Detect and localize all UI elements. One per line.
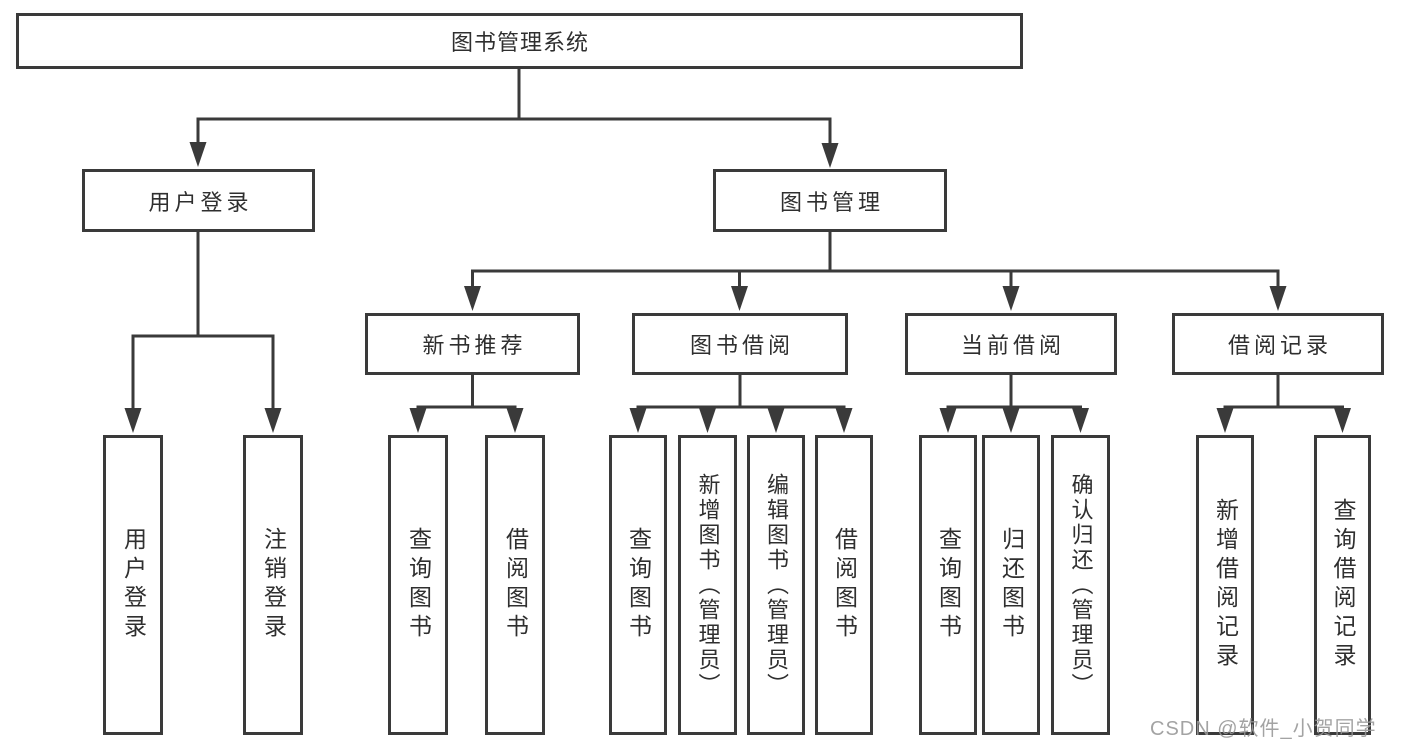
arrow-icon [1216,408,1234,433]
node-label: 查询图书 [405,527,432,643]
edge-bookmgmt-to-level3 [471,230,1280,287]
node-label: 新增借阅记录 [1212,498,1239,672]
node-label: 借阅图书 [831,527,858,643]
node-label: 确认归还（管理员） [1068,472,1094,698]
edge-newbook-to-leaves [416,373,517,411]
node-label: 图书借阅 [689,333,794,358]
watermark-text: CSDN @软件_小贺同学 [1150,718,1377,740]
node-label: 当前借阅 [960,333,1065,358]
leaf-confirm-return-admin: 确认归还（管理员） [1051,435,1110,735]
node-label: 借阅图书 [502,527,529,643]
edge-current-to-leaves [946,373,1082,411]
leaf-query-books-newrec: 查询图书 [388,435,448,735]
node-label: 图书管理 [779,189,884,215]
leaf-borrow-books-newrec: 借阅图书 [485,435,545,735]
node-current-borrowing: 当前借阅 [905,313,1117,375]
arrow-icon [821,143,839,168]
node-label: 编辑图书（管理员） [764,472,789,698]
arrow-icon [1269,286,1287,311]
arrow-icon [699,408,716,433]
node-user-login: 用户登录 [82,169,315,232]
arrow-icon [464,286,481,311]
edge-root-to-level2 [196,68,832,145]
arrow-icon [939,408,957,433]
arrow-icon [1002,408,1020,433]
arrow-icon [189,142,207,167]
node-label: 注销登录 [260,527,287,643]
arrow-icon [409,408,427,433]
node-label: 新增图书（管理员） [695,472,721,698]
edge-borrowing-to-leaves [636,373,846,411]
arrow-icon [767,408,785,433]
node-new-book-recommend: 新书推荐 [365,313,580,375]
leaf-query-borrow-record: 查询借阅记录 [1314,435,1371,735]
leaf-edit-books-admin: 编辑图书（管理员） [747,435,805,735]
leaf-return-books: 归还图书 [982,435,1040,735]
arrow-icon [1334,408,1351,433]
leaf-user-login: 用户登录 [103,435,163,735]
leaf-borrow-books-borrowing: 借阅图书 [815,435,873,735]
leaf-add-books-admin: 新增图书（管理员） [678,435,737,735]
node-borrow-records: 借阅记录 [1172,313,1384,375]
leaf-query-books-current: 查询图书 [919,435,977,735]
node-label: 用户登录 [120,527,147,643]
node-label: 借阅记录 [1227,333,1332,358]
node-label: 图书管理系统 [450,30,589,55]
leaf-logout-login: 注销登录 [243,435,303,735]
node-label: 归还图书 [998,527,1025,643]
arrow-icon [629,408,647,433]
edge-userlogin-to-leaves [131,230,275,409]
arrow-icon [264,408,282,433]
arrow-icon [1072,408,1089,433]
node-book-management: 图书管理 [713,169,947,232]
arrow-icon [1002,286,1020,311]
edge-records-to-leaves [1223,373,1344,411]
node-label: 查询图书 [625,527,652,643]
node-label: 用户登录 [148,189,253,215]
arrow-icon [506,408,524,433]
node-label: 新书推荐 [422,333,527,358]
arrowheads [124,142,1351,433]
node-book-borrowing: 图书借阅 [632,313,848,375]
arrow-icon [731,286,748,311]
leaf-add-borrow-record: 新增借阅记录 [1196,435,1254,735]
arrow-icon [835,408,853,433]
node-label: 查询借阅记录 [1330,498,1356,672]
node-label: 查询图书 [935,527,962,643]
leaf-query-books-borrowing: 查询图书 [609,435,667,735]
node-library-management-system: 图书管理系统 [16,13,1023,69]
arrow-icon [124,408,142,433]
